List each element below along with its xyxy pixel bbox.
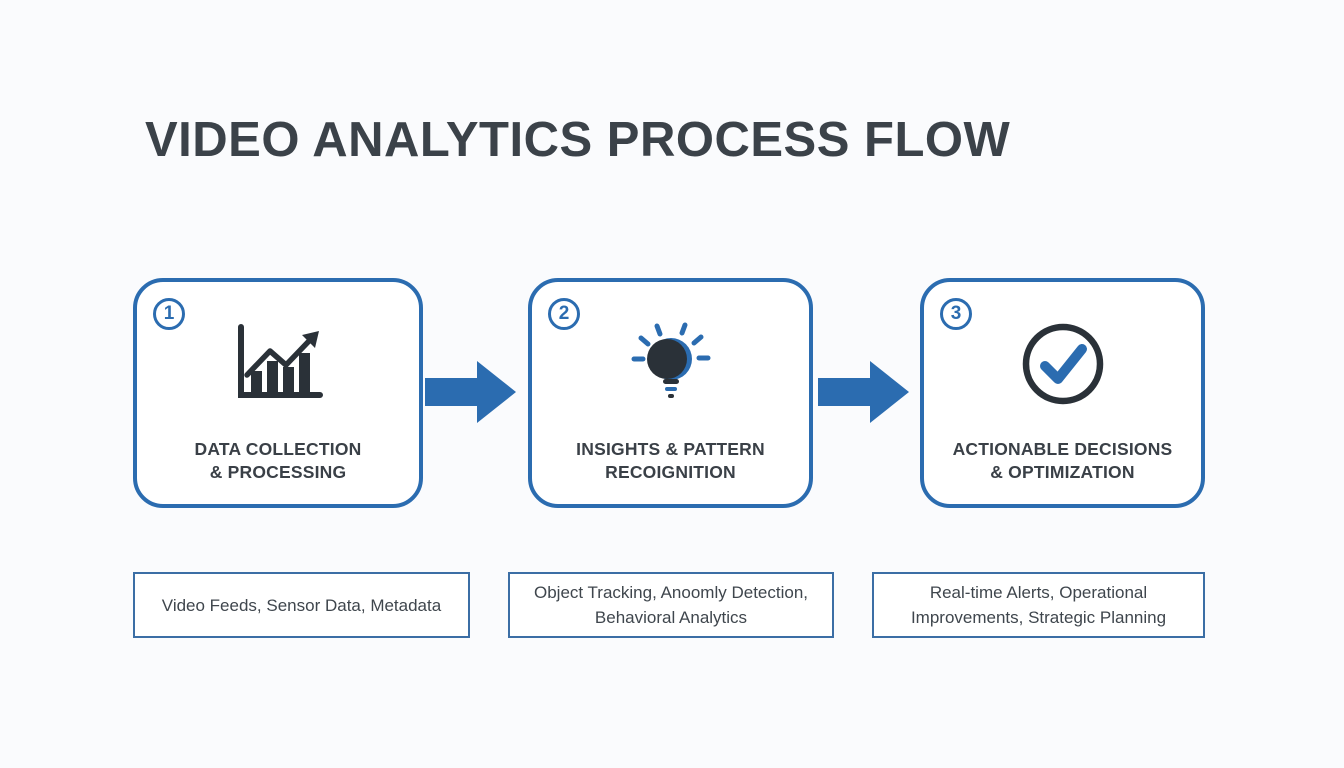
lightbulb-icon (623, 316, 719, 412)
step-detail-box-3: Real-time Alerts, Operational Improvemen… (872, 572, 1205, 638)
diagram-title: VIDEO ANALYTICS PROCESS FLOW (145, 113, 1011, 167)
step-number-badge: 1 (153, 298, 185, 330)
flow-arrow-1 (425, 360, 517, 424)
process-step-3: 3 ACTIONABLE DECISIONS & OPTIMIZATION (920, 278, 1205, 508)
step-label-line2: & PROCESSING (209, 462, 347, 482)
step-label: DATA COLLECTION & PROCESSING (137, 438, 419, 484)
step-number-badge: 3 (940, 298, 972, 330)
flow-arrow-2 (818, 360, 910, 424)
step-detail-box-1: Video Feeds, Sensor Data, Metadata (133, 572, 470, 638)
step-label: INSIGHTS & PATTERN RECOIGNITION (532, 438, 809, 484)
step-label-line1: DATA COLLECTION (194, 439, 362, 459)
check-circle-icon (1015, 316, 1111, 412)
step-label-line2: & OPTIMIZATION (990, 462, 1135, 482)
bar-chart-growth-icon (230, 316, 326, 412)
step-label-line2: RECOIGNITION (605, 462, 736, 482)
step-detail-box-2: Object Tracking, Anoomly Detection, Beha… (508, 572, 834, 638)
process-step-1: 1 DATA COLLECTION & PROCESSING (133, 278, 423, 508)
process-step-2: 2 INSIGHTS & PATTERN RECOIGNIT (528, 278, 813, 508)
step-label: ACTIONABLE DECISIONS & OPTIMIZATION (924, 438, 1201, 484)
step-label-line1: INSIGHTS & PATTERN (576, 439, 765, 459)
step-number-badge: 2 (548, 298, 580, 330)
step-label-line1: ACTIONABLE DECISIONS (952, 439, 1173, 459)
